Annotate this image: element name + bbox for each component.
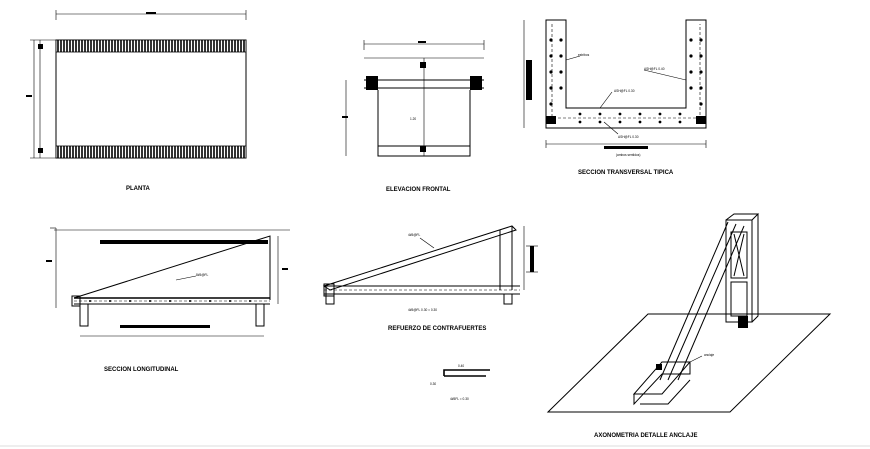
detail-side-label: 0.30 — [430, 382, 436, 386]
refuerzo-bar-note: 4#5@FL 0.30 = 0.30 — [408, 308, 437, 312]
svg-text:(ambos sentidos): (ambos sentidos) — [616, 153, 640, 157]
svg-text:ASH@FL 0.40: ASH@FL 0.40 — [644, 67, 665, 71]
seccion-transversal-view: estribos ASH@FL 0.40 ASH@FL 0.30 ASH@FL … — [523, 19, 707, 176]
svg-text:ASH@FL 0.30: ASH@FL 0.30 — [618, 135, 639, 139]
refuerzo-view: 4#5@FL 4#5@FL 0.30 = 0.30 REFUERZO DE CO… — [322, 225, 538, 332]
svg-text:ASH@FL 0.30: ASH@FL 0.30 — [614, 89, 635, 93]
svg-text:4#5@FL: 4#5@FL — [408, 233, 421, 237]
bar-detail: 0.40 0.30 4#5FL = 0.30 — [430, 364, 490, 401]
elevacion-view: 1.20 ELEVACION FRONTAL — [342, 40, 485, 193]
axonometria-view: anclaje AXONOMETRIA DETALLE ANCLAJE — [546, 213, 832, 439]
svg-text:1.20: 1.20 — [410, 117, 416, 121]
refuerzo-title: REFUERZO DE CONTRAFUERTES — [388, 326, 486, 332]
seccion-longitudinal-view: 8#5@FL SECCION LONGITUDINAL — [46, 227, 290, 373]
detail-top-label: 0.40 — [458, 364, 464, 368]
seccion-transversal-title: SECCION TRANSVERSAL TIPICA — [578, 170, 674, 176]
anclaje-label: anclaje — [704, 353, 714, 357]
planta-title: PLANTA — [126, 186, 151, 192]
elevacion-title: ELEVACION FRONTAL — [386, 187, 451, 193]
detail-bottom-label: 4#5FL = 0.30 — [450, 397, 469, 401]
planta-view: PLANTA — [26, 10, 247, 192]
svg-text:estribos: estribos — [578, 53, 590, 57]
svg-text:8#5@FL: 8#5@FL — [196, 273, 209, 277]
axonometria-title: AXONOMETRIA DETALLE ANCLAJE — [594, 433, 697, 439]
seccion-longitudinal-title: SECCION LONGITUDINAL — [104, 367, 179, 373]
